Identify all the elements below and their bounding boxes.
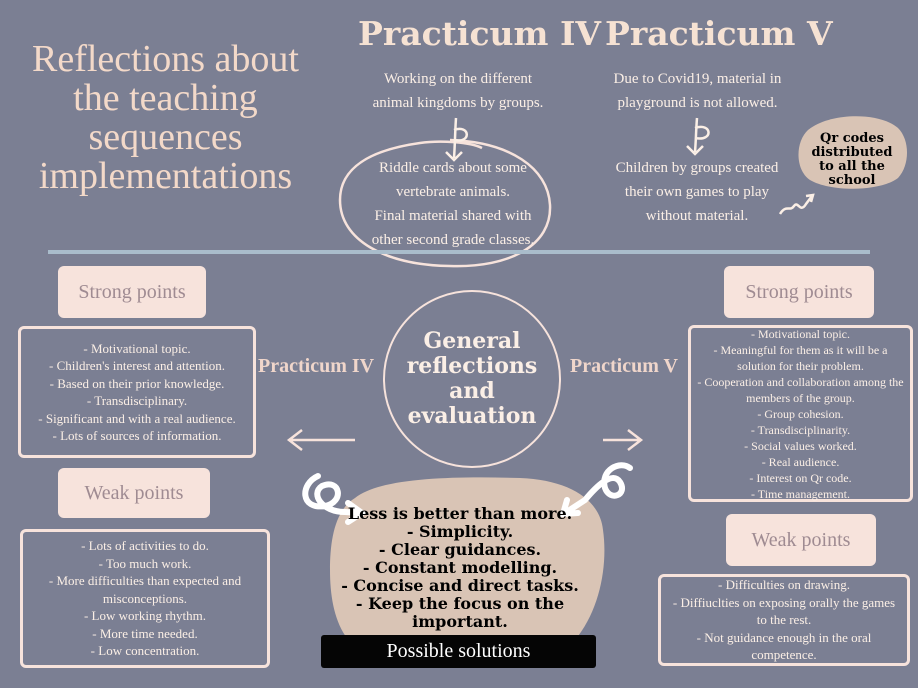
list-item: - Too much work. [98, 555, 192, 571]
list-item: - Motivational topic. [83, 340, 191, 356]
list-item: - Difficulties on drawing. [718, 577, 850, 593]
practicum-iv-intro-line: Working on the different [383, 71, 533, 87]
practicum-v-heading: Practicum V [605, 14, 833, 53]
curly-arrow-right-icon [558, 462, 633, 518]
solutions-blob [330, 477, 605, 667]
list-item: - Based on their prior knowledge. [49, 375, 225, 391]
games-line: without material. [645, 208, 749, 224]
list-item: - Lots of sources of information. [52, 428, 222, 443]
list-item: - Lots of activities to do. [81, 538, 209, 554]
list-item: - Motivational topic. [751, 326, 850, 341]
solution-item: - Concise and direct tasks. [341, 576, 579, 595]
solution-item: Less is better than more. [347, 504, 573, 523]
list-item: - Not guidance enough in the oral compet… [696, 629, 872, 663]
right-weak-points-label: Weak points [726, 514, 876, 566]
practicum-v-intro-line: Due to Covid19, material in [613, 71, 782, 87]
practicum-v-intro-line: playground is not allowed. [617, 95, 778, 111]
list-item: - Cooperation and collaboration among th… [697, 374, 904, 405]
practicum-iv-side-label: Practicum IV [258, 355, 375, 377]
riddle-line: Riddle cards about some [379, 160, 527, 176]
general-reflections-title: General reflections and evaluation [406, 328, 538, 429]
list-item: - More time needed. [92, 625, 198, 641]
list-item: - Transdisciplinarity. [750, 422, 851, 437]
solutions-list: Less is better than more. - Simplicity. … [330, 505, 590, 631]
list-item: - Significant and with a real audience. [38, 410, 236, 426]
practicum-iv-intro-line: animal kingdoms by groups. [372, 95, 544, 111]
list-item: - More difficulties than expected and mi… [48, 573, 242, 606]
riddle-line: vertebrate animals. [395, 184, 511, 200]
list-item: - Low working rhythm. [83, 608, 207, 624]
practicum-v-intro: Due to Covid19, material in playground i… [590, 67, 805, 115]
left-strong-points-label: Strong points [58, 266, 206, 318]
games-line: Children by groups created [615, 160, 779, 176]
divider [48, 250, 870, 254]
right-strong-points-box: - Motivational topic. - Meaningful for t… [688, 325, 913, 502]
left-arrow-icon [286, 429, 355, 451]
right-arrow-icon [603, 429, 644, 451]
squiggle-arrow-v [686, 117, 710, 156]
list-item: - Low concentration. [90, 643, 200, 659]
solution-item: - Keep the focus on the important. [355, 594, 565, 631]
qr-squiggle [778, 193, 815, 215]
solution-item: - Simplicity. [406, 522, 514, 541]
right-weak-points-box: - Difficulties on drawing. - Diffiucltie… [658, 574, 910, 666]
general-reflections-circle: General reflections and evaluation [383, 290, 561, 468]
list-item: - Meaningful for them as it will be a so… [713, 342, 888, 373]
list-item: - Diffiuclties on exposing orally the ga… [672, 594, 896, 628]
left-strong-points-box: - Motivational topic. - Children's inter… [18, 326, 256, 458]
games-line: their own games to play [624, 184, 770, 200]
list-item: - Group cohesion. [757, 406, 844, 421]
possible-solutions-label: Possible solutions [321, 635, 596, 668]
list-item: - Interest on Qr code. [749, 470, 852, 485]
games-text: Children by groups created their own gam… [592, 156, 802, 228]
list-item: - Transdisciplinary. [86, 393, 188, 408]
practicum-iv-heading: Practicum IV [358, 14, 601, 53]
left-weak-points-label: Weak points [58, 468, 210, 518]
riddle-cards-text: Riddle cards about some vertebrate anima… [348, 156, 558, 252]
squiggle-arrow-iv [445, 117, 468, 162]
left-weak-points-box: - Lots of activities to do. - Too much w… [20, 529, 270, 668]
list-item: - Social values worked. [744, 438, 857, 453]
riddle-line: Final material shared with [374, 208, 532, 224]
solution-item: - Clear guidances. [378, 540, 542, 559]
practicum-iv-intro: Working on the different animal kingdoms… [348, 67, 568, 115]
qr-blob [798, 116, 907, 189]
practicum-v-side-label: Practicum V [570, 355, 678, 377]
list-item: - Real audience. [761, 454, 840, 469]
right-strong-points-label: Strong points [724, 266, 874, 318]
riddle-circle [338, 138, 552, 268]
list-item: - Children's interest and attention. [49, 358, 225, 373]
solution-item: - Constant modelling. [362, 558, 558, 577]
riddle-line: other second grade classes. [371, 232, 535, 248]
list-item: - Time management. [751, 486, 850, 501]
curly-arrow-left-icon [302, 473, 368, 525]
qr-note: Qr codes distributed to all the school [811, 131, 893, 188]
page-title: Reflections about the teaching sequences… [32, 38, 299, 197]
